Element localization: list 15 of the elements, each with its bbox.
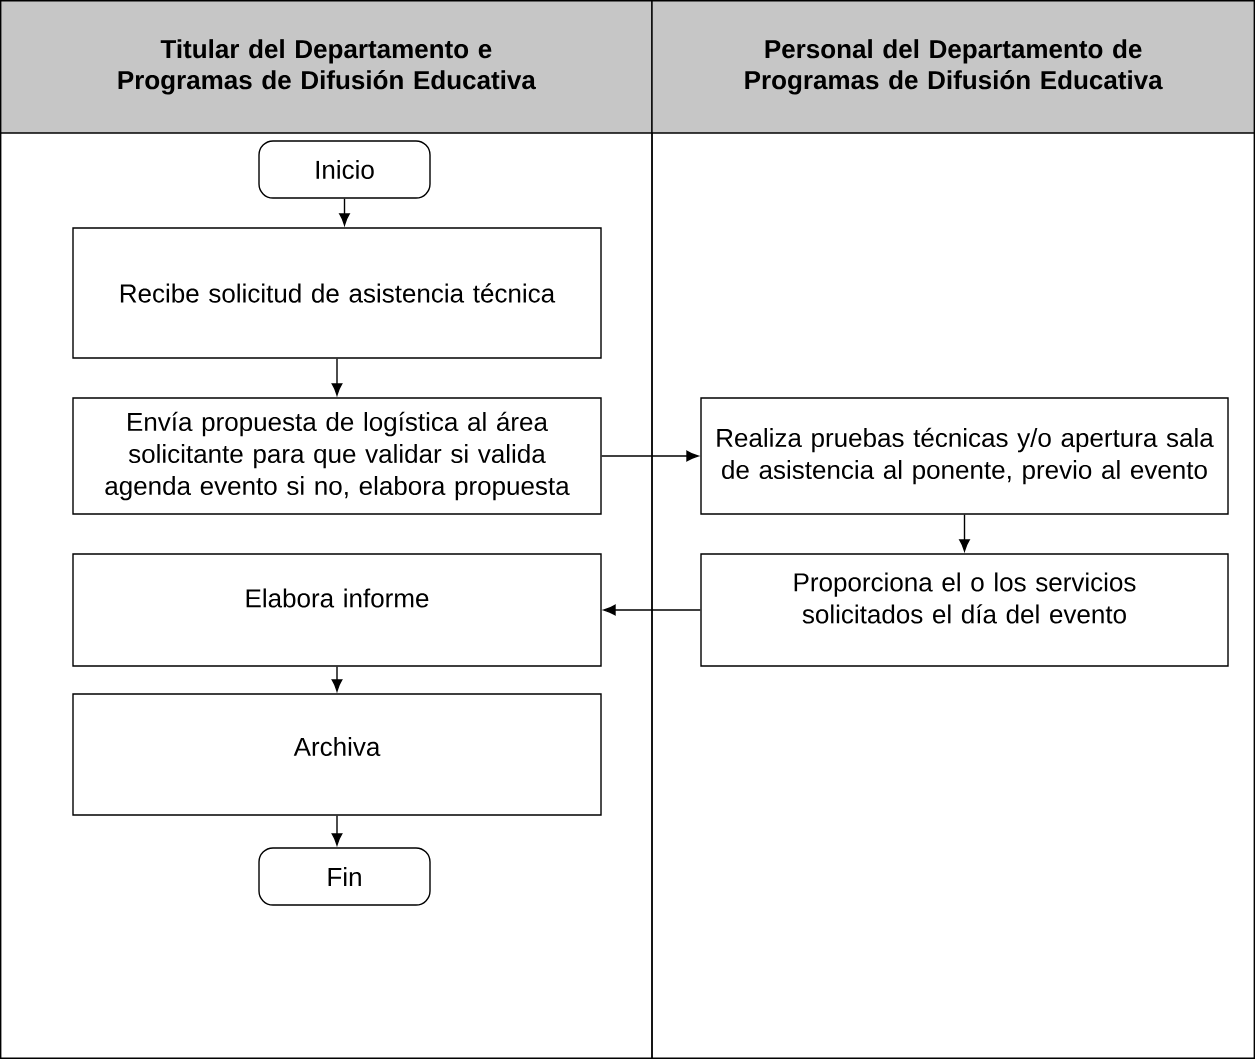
arrow	[339, 198, 350, 226]
terminal-box: Fin	[258, 847, 431, 906]
arrow	[331, 666, 343, 692]
arrow	[603, 604, 701, 616]
arrow	[331, 815, 343, 846]
process-box: Proporciona el o los servicios solicitados el día del evento	[700, 553, 1229, 667]
terminal-box: Inicio	[258, 140, 431, 199]
arrow	[331, 358, 343, 396]
process-box: Realiza pruebas técnicas y/o apertura sala de asistencia al ponente, previo al evento	[700, 397, 1229, 515]
arrow	[959, 514, 970, 552]
arrow	[601, 450, 699, 462]
process-box: Envía propuesta de logística al área solicitante para que validar si valida agenda evento si no, elabora propuesta	[72, 397, 602, 515]
process-box: Elabora informe	[72, 553, 602, 667]
process-box: Recibe solicitud de asistencia técnica	[72, 227, 602, 359]
process-box: Archiva	[72, 693, 602, 816]
